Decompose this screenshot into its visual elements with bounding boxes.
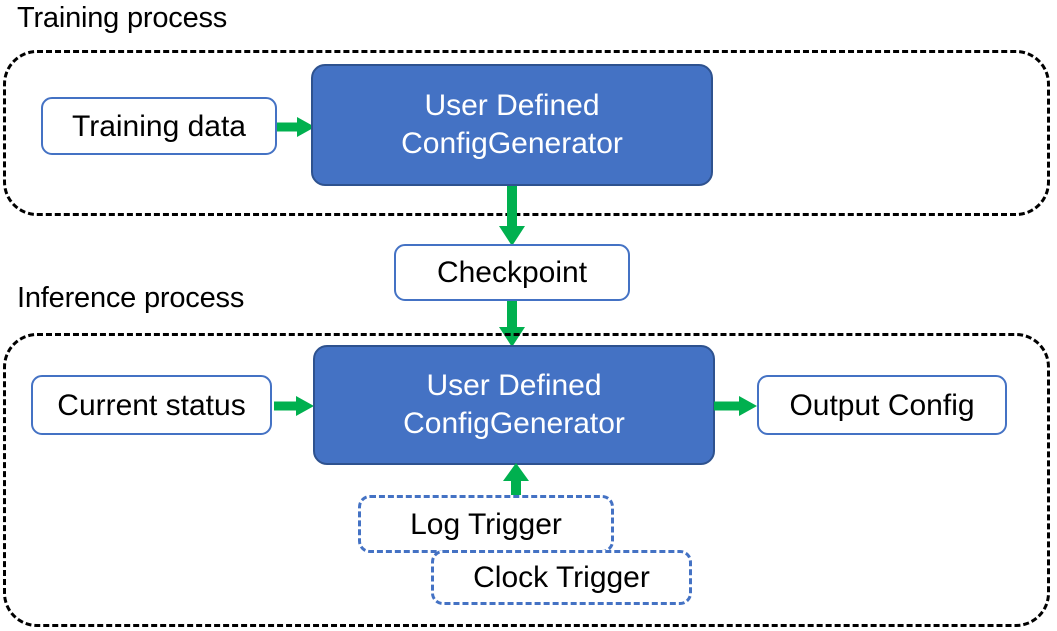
log-trigger-label: Log Trigger: [410, 507, 562, 541]
training-process-container: [3, 50, 1050, 216]
checkpoint-node[interactable]: Checkpoint: [394, 244, 630, 301]
arrow-current-status-to-generator: [274, 391, 316, 421]
inference-generator-line2: ConfigGenerator: [403, 407, 625, 440]
output-config-node[interactable]: Output Config: [757, 375, 1007, 435]
training-generator-line2: ConfigGenerator: [401, 127, 623, 160]
clock-trigger-label: Clock Trigger: [473, 561, 650, 594]
current-status-node[interactable]: Current status: [31, 375, 272, 435]
training-data-node[interactable]: Training data: [41, 97, 277, 155]
inference-process-container: [3, 333, 1050, 627]
log-trigger-node[interactable]: Log Trigger: [358, 495, 614, 553]
output-config-label: Output Config: [789, 388, 975, 422]
arrow-generator-to-checkpoint: [496, 186, 528, 248]
training-config-generator-node[interactable]: User Defined ConfigGenerator: [311, 64, 713, 186]
current-status-label: Current status: [57, 388, 246, 422]
arrow-checkpoint-to-inference-generator: [496, 301, 528, 349]
arrow-generator-to-output-config: [714, 391, 759, 421]
training-generator-line1: User Defined: [424, 88, 600, 122]
checkpoint-label: Checkpoint: [436, 256, 588, 289]
training-process-label: Training process: [17, 2, 228, 34]
arrow-training-data-to-generator: [277, 112, 317, 142]
clock-trigger-node[interactable]: Clock Trigger: [431, 550, 692, 605]
inference-generator-line1: User Defined: [426, 368, 602, 402]
inference-process-label: Inference process: [17, 282, 245, 314]
arrow-triggers-to-generator: [500, 463, 532, 503]
inference-config-generator-node[interactable]: User Defined ConfigGenerator: [313, 345, 715, 465]
training-data-label: Training data: [72, 109, 246, 143]
